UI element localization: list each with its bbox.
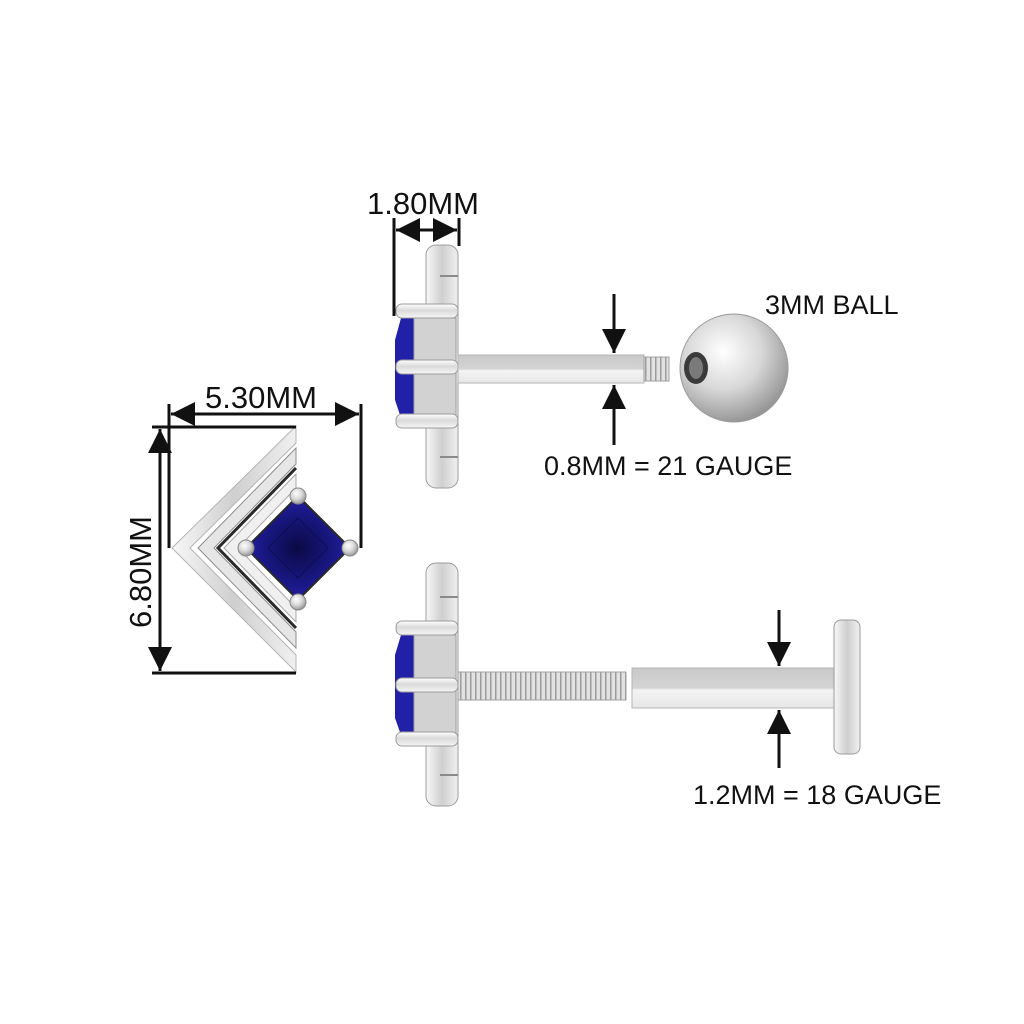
front-dimension-lines [148, 402, 363, 675]
side-view-bottom-stud [395, 562, 861, 807]
depth-dimension-label: 1.80MM [367, 186, 479, 221]
prong-right [341, 539, 359, 557]
ball-end [679, 313, 789, 423]
prong-left [237, 539, 255, 557]
bottom-gauge-label: 1.2MM = 18 GAUGE [693, 780, 942, 810]
front-view-stud [171, 424, 359, 674]
top-gauge-label: 0.8MM = 21 GAUGE [544, 451, 793, 481]
ball-size-label: 3MM BALL [765, 290, 899, 320]
prong-top [289, 487, 307, 505]
flat-disc-end [833, 619, 861, 755]
top-dimension-lines [392, 218, 626, 445]
height-dimension-label: 6.80MM [123, 516, 158, 628]
side-view-top-stud [395, 244, 789, 489]
width-dimension-label: 5.30MM [205, 380, 317, 415]
prong-bottom [289, 593, 307, 611]
